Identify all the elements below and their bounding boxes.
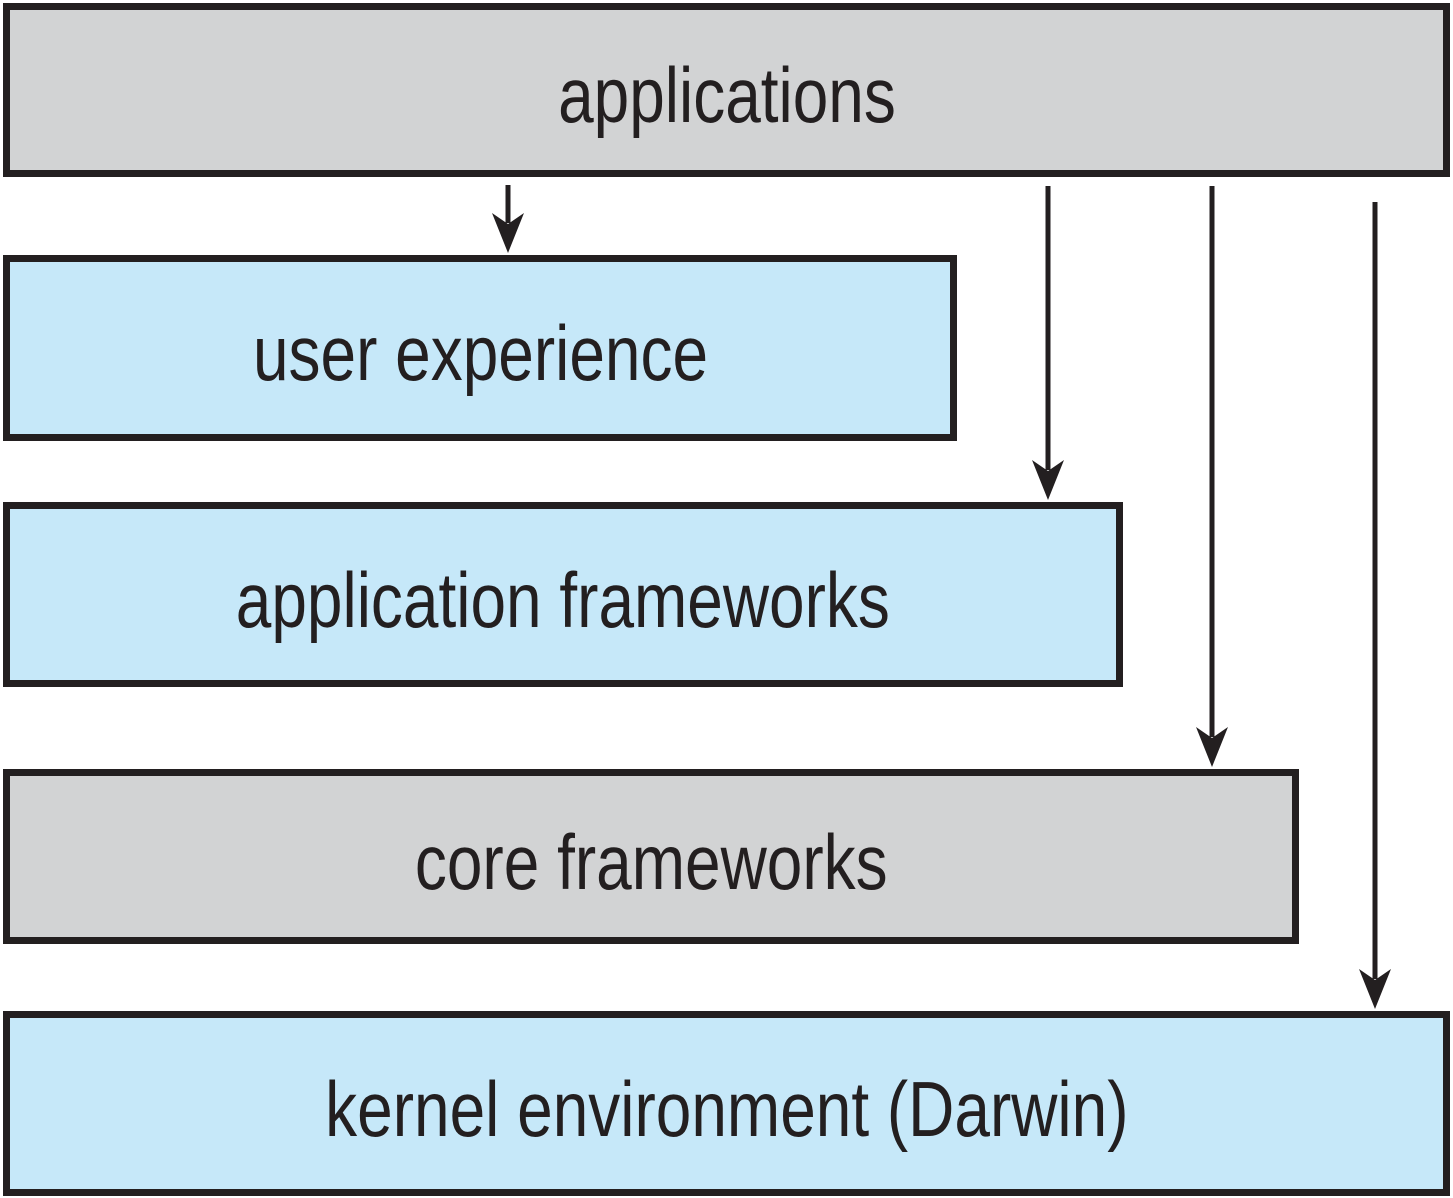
box-user-experience: user experience <box>3 255 957 441</box>
box-application-frameworks-label: application frameworks <box>235 555 891 644</box>
box-applications: applications <box>3 3 1450 177</box>
arrow-applications-to-application-frameworks <box>1032 186 1064 500</box>
arrow-applications-to-kernel-environment <box>1359 202 1391 1009</box>
box-kernel-environment: kernel environment (Darwin) <box>3 1011 1450 1196</box>
box-kernel-environment-label: kernel environment (Darwin) <box>324 1064 1129 1153</box>
arrow-applications-to-user-experience <box>492 185 524 253</box>
box-core-frameworks-label: core frameworks <box>414 817 888 906</box>
box-user-experience-label: user experience <box>252 309 708 397</box>
box-applications-label: applications <box>557 51 896 139</box>
box-core-frameworks: core frameworks <box>3 769 1299 944</box>
arrow-applications-to-core-frameworks <box>1196 186 1228 767</box>
box-application-frameworks: application frameworks <box>3 502 1123 687</box>
